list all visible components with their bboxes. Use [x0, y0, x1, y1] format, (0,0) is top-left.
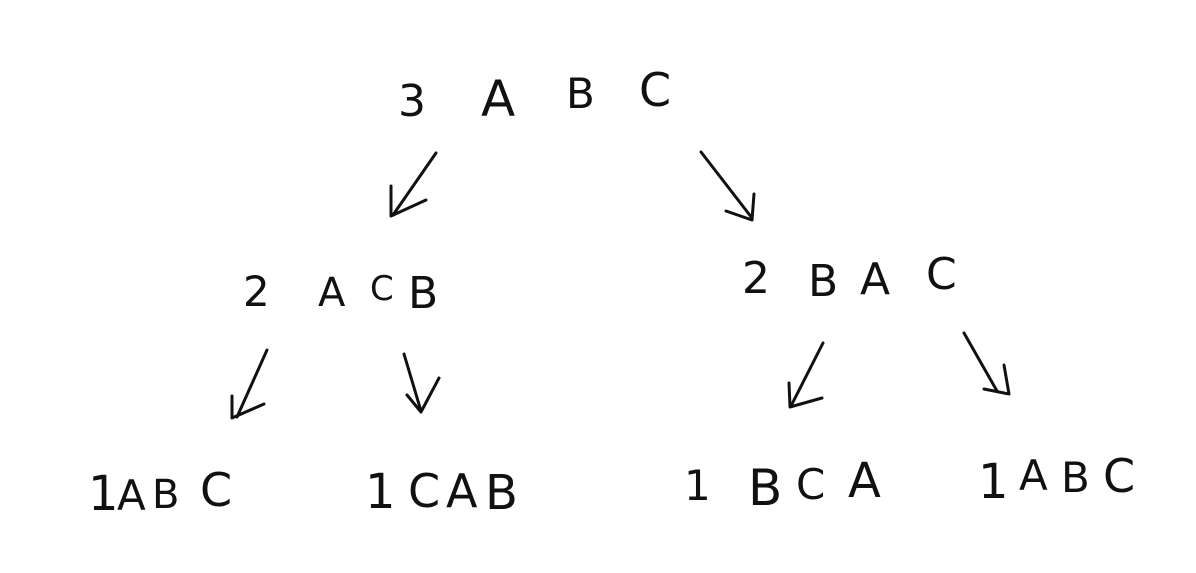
arrow-l2right-to-leaf3: [787, 341, 825, 409]
node-level2-left: 2 A C B: [243, 267, 438, 319]
l2-right-letter-3: C: [926, 249, 957, 300]
root-letter-3: C: [639, 63, 671, 117]
leaf4-letter-2: B: [1061, 453, 1090, 502]
l2-left-letter-1: A: [318, 270, 346, 316]
leaf2-letter-2: A: [446, 464, 478, 518]
l2-left-letter-2: C: [370, 269, 394, 309]
leaf4-depth: 1: [978, 454, 1009, 510]
leaf4-letter-3: C: [1103, 449, 1135, 503]
l2-right-letter-1: B: [808, 256, 838, 307]
leaf3-depth: 1: [684, 461, 711, 510]
leaf-node-4: 1 A B C: [978, 449, 1135, 510]
leaf2-letter-1: C: [408, 464, 440, 518]
leaf4-letter-1: A: [1019, 451, 1048, 500]
arrow-l2right-to-leaf4: [962, 331, 1011, 396]
l2-left-depth: 2: [243, 267, 270, 316]
leaf-node-3: 1 B C A: [684, 453, 881, 517]
leaf1-letter-3: C: [200, 463, 232, 517]
l2-right-letter-2: A: [860, 254, 890, 305]
node-level2-right: 2 B A C: [742, 249, 957, 307]
l2-right-depth: 2: [742, 253, 770, 304]
root-letter-2: B: [566, 69, 595, 118]
leaf-node-1: 1 A B C: [88, 463, 232, 522]
arrow-l2left-to-leaf1: [230, 348, 269, 420]
root-node: 3 A B C: [398, 63, 671, 128]
leaf3-letter-3: A: [848, 453, 881, 509]
leaf-node-2: 1 C A B: [365, 464, 518, 521]
leaf1-depth: 1: [88, 466, 119, 522]
root-depth: 3: [398, 76, 426, 127]
leaf3-letter-1: B: [748, 459, 782, 517]
root-letter-1: A: [481, 70, 515, 128]
leaf3-letter-2: C: [796, 460, 825, 509]
leaf2-depth: 1: [365, 464, 396, 520]
leaf1-letter-2: B: [152, 472, 179, 518]
arrow-l2left-to-leaf2: [402, 352, 441, 414]
arrow-root-to-right: [699, 150, 756, 222]
leaf1-letter-1: A: [117, 471, 146, 520]
arrow-root-to-left: [389, 151, 438, 218]
l2-left-letter-3: B: [408, 268, 438, 319]
leaf2-letter-3: B: [485, 465, 518, 521]
